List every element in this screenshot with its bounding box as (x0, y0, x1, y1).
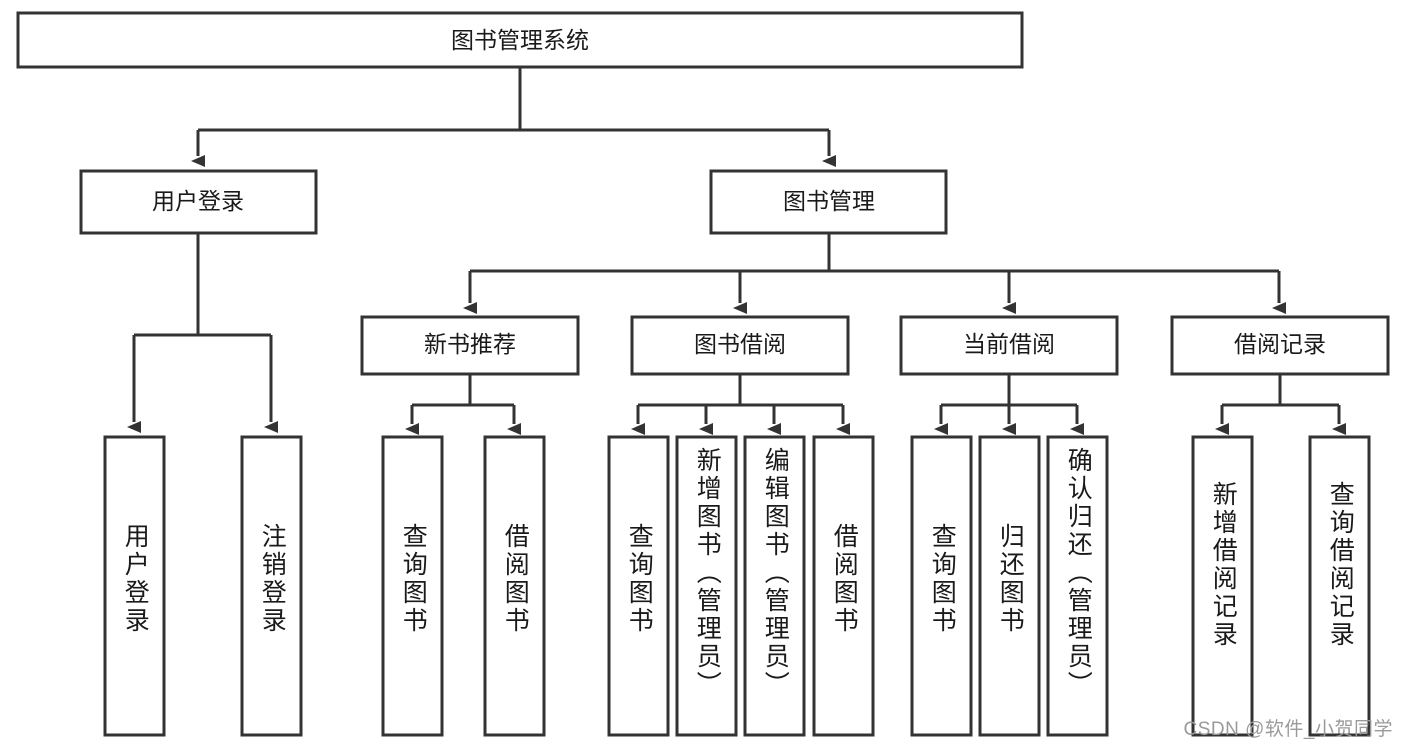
node-new-book-recommend-label: 新书推荐 (424, 331, 516, 357)
node-user-login-label: 用户登录 (152, 188, 244, 214)
csdn-watermark: CSDN @软件_小贺同学 (1183, 719, 1393, 740)
leafbox-return-book[interactable] (978, 435, 1041, 737)
leafbox-borrow-book-2[interactable] (812, 435, 875, 737)
leafbox-user-logout[interactable] (240, 435, 303, 737)
node-current-borrow-label: 当前借阅 (963, 331, 1055, 357)
node-book-manage[interactable] (709, 169, 948, 235)
node-current-borrow[interactable] (899, 315, 1119, 376)
leafbox-add-record[interactable] (1191, 435, 1254, 737)
node-root[interactable] (16, 11, 1024, 69)
node-borrow-record[interactable] (1170, 315, 1390, 376)
leafbox-add-book[interactable] (675, 435, 738, 737)
leafbox-confirm-return[interactable] (1046, 435, 1109, 737)
leafbox-query-book-1[interactable] (381, 435, 444, 737)
leafbox-user-login[interactable] (103, 435, 166, 737)
node-borrow-record-label: 借阅记录 (1234, 331, 1326, 357)
node-book-manage-label: 图书管理 (783, 188, 875, 214)
node-book-borrow-label: 图书借阅 (694, 331, 786, 357)
node-root-label: 图书管理系统 (451, 27, 589, 53)
leafbox-query-record[interactable] (1308, 435, 1371, 737)
node-book-borrow[interactable] (630, 315, 850, 376)
leafbox-query-book-2[interactable] (607, 435, 670, 737)
leafbox-edit-book[interactable] (743, 435, 806, 737)
leafbox-borrow-book-1[interactable] (483, 435, 546, 737)
leafbox-query-book-3[interactable] (910, 435, 973, 737)
node-new-book-recommend[interactable] (360, 315, 580, 376)
